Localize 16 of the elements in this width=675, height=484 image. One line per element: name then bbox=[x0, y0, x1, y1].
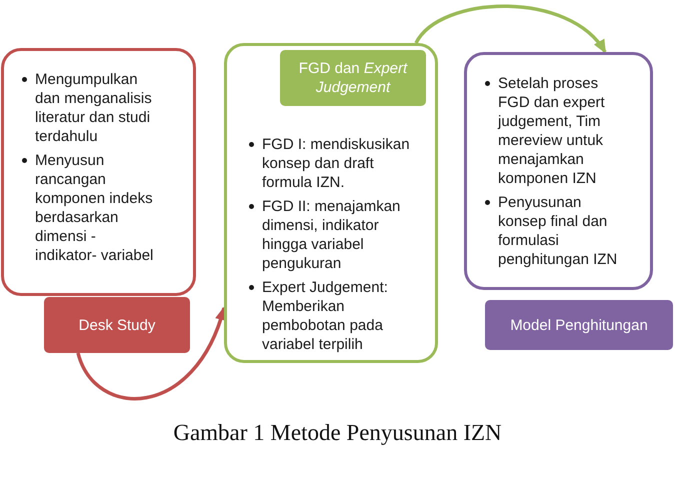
bullet-text: FGD II: menajamkan dimensi, indikator hingga variabel pengukuran bbox=[262, 197, 402, 273]
bullet-text: Expert Judgement: Memberikan pembobotan pada variabel terpilih bbox=[262, 278, 389, 354]
step-card bbox=[224, 43, 438, 363]
bullet-text: Menyusun rancangan komponen indeks berdasarkan dimensi - indikator- variabel bbox=[35, 151, 154, 265]
curved-arrow bbox=[76, 306, 226, 400]
step-label: FGD dan Expert Judgement bbox=[280, 50, 426, 106]
figure-caption: Gambar 1 Metode Penyusunan IZN bbox=[173, 420, 502, 446]
curved-arrow bbox=[414, 4, 606, 54]
bullet-text: Mengumpulkan dan menganalisis literatur dan studi terdahulu bbox=[35, 70, 153, 146]
step-card bbox=[1, 48, 196, 296]
bullet-text: Setelah proses FGD dan expert judgement, Tim mereview untuk menajamkan komponen IZN bbox=[498, 74, 606, 188]
bullet-text: FGD I: mendiskusikan konsep dan draft formula IZN. bbox=[262, 135, 411, 192]
step-label: Desk Study bbox=[44, 297, 190, 353]
step-label: Model Penghitungan bbox=[485, 300, 673, 350]
step-card bbox=[464, 52, 653, 290]
bullet-text: Penyusunan konsep final dan formulasi penghitungan IZN bbox=[498, 193, 618, 269]
